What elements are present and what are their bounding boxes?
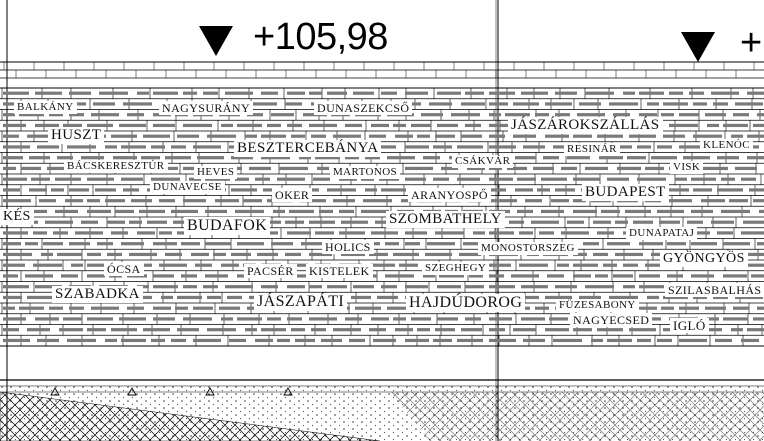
town-name: KISTELEK <box>306 264 373 278</box>
survey-point-icon <box>127 387 137 396</box>
town-name: RESINÁR <box>564 143 620 156</box>
town-name: OKER <box>272 188 313 202</box>
elevation-triangle-icon <box>681 32 715 62</box>
elevation-triangle-icon <box>199 26 233 56</box>
town-name: BUDAPEST <box>582 184 669 201</box>
town-name: HUSZT <box>48 127 105 144</box>
town-name: BESZTERCEBÁNYA <box>234 140 382 157</box>
town-name: SZOMBATHELY <box>386 211 505 228</box>
town-name: HAJDÚDOROG <box>406 294 526 312</box>
survey-point-icon <box>283 387 293 396</box>
town-name: BUDAFOK <box>184 217 271 235</box>
foundation <box>0 386 764 441</box>
town-name: DUNAVECSE <box>150 181 225 194</box>
town-name: CSÁKVÁR <box>452 155 514 168</box>
town-name: ARANYOSPŐ <box>408 188 491 202</box>
town-name: BÁCSKERESZTÚR <box>64 160 168 173</box>
town-name: HOLICS <box>322 240 374 254</box>
town-name: JÁSZÁROKSZÁLLÁS <box>508 117 663 134</box>
town-name: JÁSZAPÁTI <box>254 293 348 311</box>
elevation-label: + <box>740 22 762 64</box>
town-name: DUNAPATAJ <box>626 227 698 240</box>
town-name: PACSÉR <box>244 264 297 278</box>
town-name: HEVES <box>194 166 238 179</box>
foundation-triangles <box>50 387 293 396</box>
survey-point-icon <box>205 387 215 396</box>
town-name: ÓCSA <box>104 262 144 276</box>
town-name: GYÖNGYÖS <box>660 251 748 267</box>
town-name: MONOSTORSZEG <box>478 242 578 255</box>
town-name: MARTONOS <box>330 166 401 179</box>
town-name: NAGYSURÁNY <box>159 101 254 115</box>
town-name: DUNASZEKCSŐ <box>314 101 413 115</box>
town-name: SZEGHEGY <box>422 262 490 275</box>
town-name: NAGYECSED <box>570 313 653 327</box>
town-name: KLENÓC <box>700 139 754 152</box>
elevation-label: +105,98 <box>253 16 388 58</box>
town-name: SZABADKA <box>52 286 143 303</box>
town-name: FÜZESABONY <box>556 299 639 312</box>
town-name: VISK <box>670 161 704 174</box>
survey-point-icon <box>50 387 60 396</box>
town-name: IGLÓ <box>670 318 709 333</box>
town-name: SZILASBALHÁS <box>665 283 764 297</box>
town-name: KÉS <box>0 209 34 225</box>
town-name: BALKÁNY <box>14 101 77 114</box>
